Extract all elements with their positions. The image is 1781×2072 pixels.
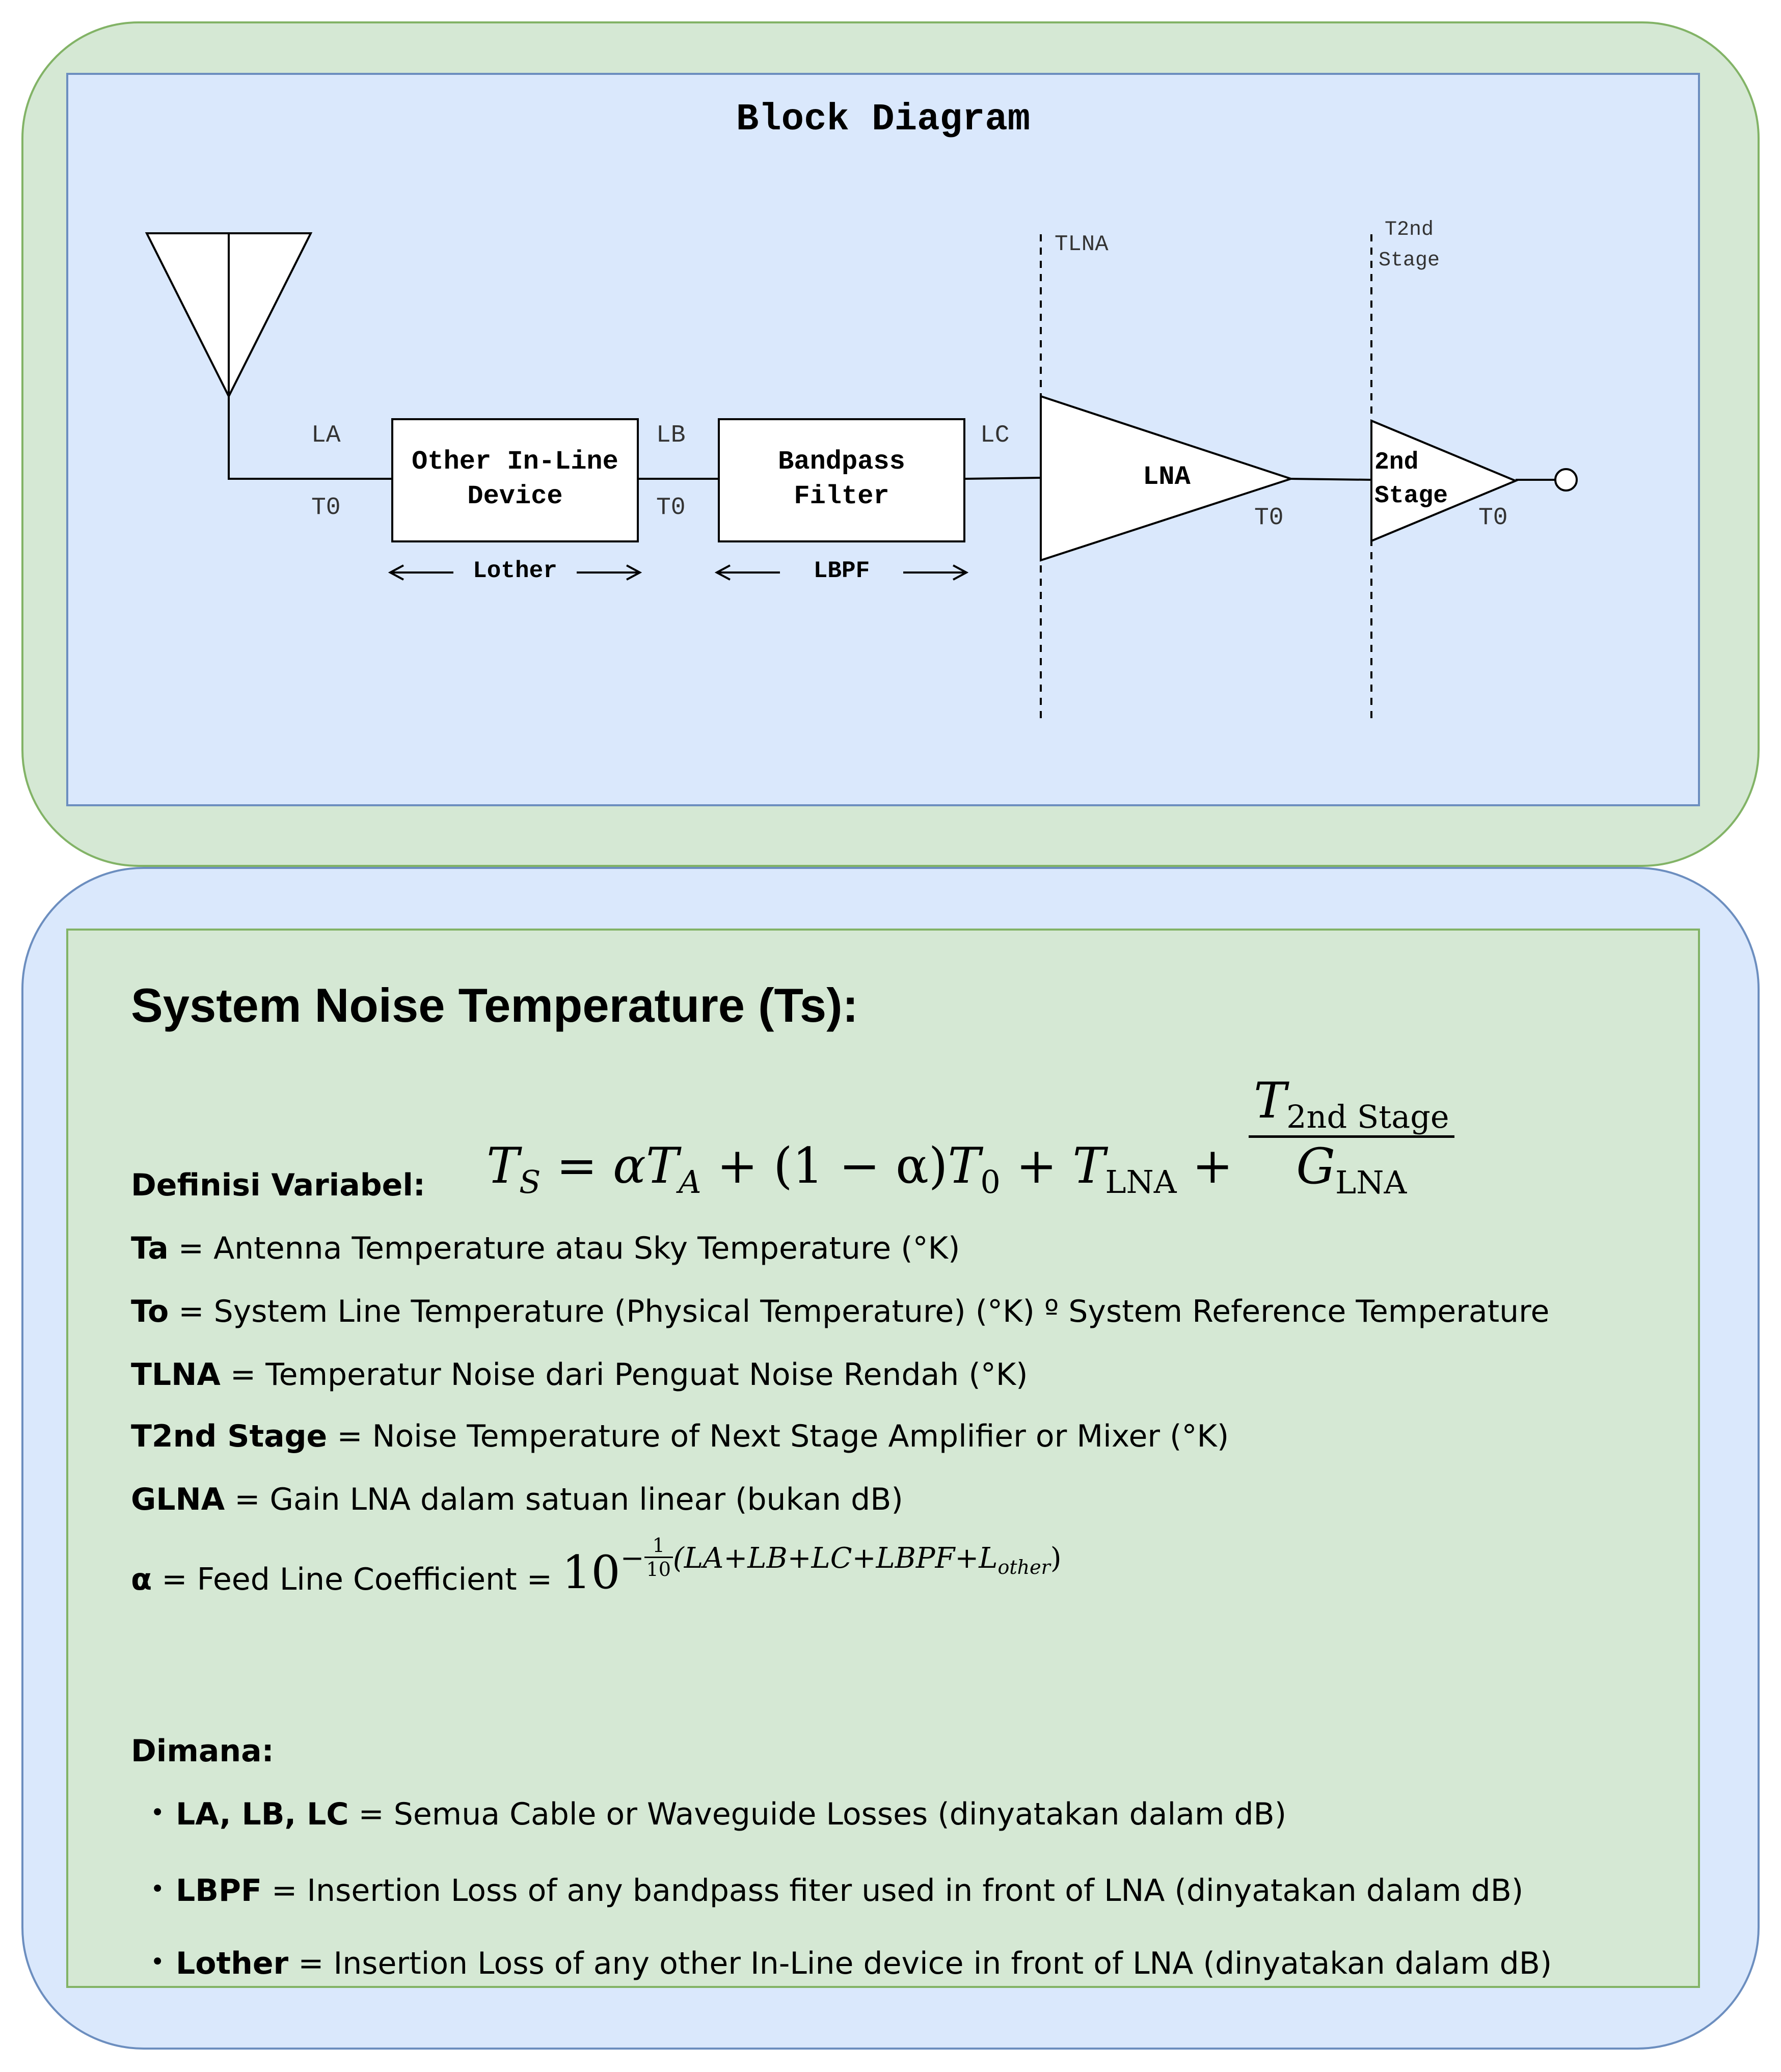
other-inline-device-label: Other In-Line Device: [392, 445, 638, 514]
output-terminal: [1554, 468, 1578, 492]
alpha-exp-sign: −: [620, 1542, 644, 1575]
definition-to: To = System Line Temperature (Physical T…: [131, 1294, 1549, 1329]
other-inline-line2: Device: [467, 481, 563, 511]
other-inline-device-box: [391, 418, 639, 542]
formula-plus2: +: [1016, 1137, 1057, 1194]
definition-text: = Gain LNA dalam satuan linear (bukan dB…: [225, 1482, 903, 1517]
definition-tlna: TLNA = Temperatur Noise dari Penguat Noi…: [131, 1357, 1028, 1393]
label-t0-stage2: T0: [1478, 504, 1508, 532]
alpha-exp-den: 10: [646, 1558, 671, 1580]
definition-glna: GLNA = Gain LNA dalam satuan linear (buk…: [131, 1482, 903, 1517]
lna-label: LNA: [1143, 462, 1191, 492]
formula-fraction: T2nd Stage GLNA: [1249, 1072, 1454, 1201]
block-diagram: [145, 232, 1578, 723]
formula-den: G: [1296, 1138, 1336, 1195]
definition-ta: Ta = Antenna Temperature atau Sky Temper…: [131, 1231, 960, 1266]
definition-term: T2nd Stage: [131, 1419, 328, 1454]
other-inline-line1: Other In-Line: [412, 447, 618, 477]
wire-lna-stage2: [1290, 478, 1372, 481]
formula-t0-sub: 0: [980, 1163, 1001, 1201]
where-item-cable-losses: LA, LB, LC = Semua Cable or Waveguide Lo…: [150, 1796, 1287, 1832]
formula-den-sub: LNA: [1335, 1164, 1407, 1202]
definition-text: = Antenna Temperature atau Sky Temperatu…: [168, 1231, 960, 1266]
formula-alpha: α: [612, 1137, 646, 1194]
alpha-exp-close: ): [1050, 1542, 1062, 1575]
definitions-heading: Definisi Variabel:: [131, 1167, 425, 1203]
label-lb: LB: [656, 422, 686, 449]
label-tlna: TLNA: [1055, 232, 1109, 257]
noise-title: System Noise Temperature (Ts):: [131, 978, 858, 1032]
label-t0-b: T0: [656, 494, 686, 522]
formula-plus1: +: [717, 1137, 758, 1194]
definition-term: Ta: [131, 1231, 169, 1266]
alpha-base: 10: [562, 1546, 620, 1599]
system-noise-formula: TS = αTA + (1 − α)T0 + TLNA + T2nd Stage…: [487, 1072, 1454, 1201]
definition-term: GLNA: [131, 1482, 225, 1517]
label-t0-lna: T0: [1254, 504, 1284, 532]
wire-lc: [964, 477, 1041, 480]
where-text: = Insertion Loss of any other In-Line de…: [288, 1946, 1552, 1981]
alpha-text: = Feed Line Coefficient =: [152, 1562, 562, 1597]
where-text: = Semua Cable or Waveguide Losses (dinya…: [348, 1796, 1287, 1832]
lother-span-label: Lother: [473, 558, 557, 584]
formula-ta: T: [645, 1137, 679, 1194]
stage2-line1: 2nd: [1374, 449, 1419, 476]
where-term: Lother: [176, 1946, 289, 1981]
where-term: LA, LB, LC: [176, 1796, 349, 1832]
diagram-title: Block Diagram: [736, 98, 1031, 141]
formula-tlna-sub: LNA: [1105, 1163, 1177, 1201]
formula-tlna: T: [1072, 1137, 1105, 1194]
definition-text: = Noise Temperature of Next Stage Amplif…: [327, 1419, 1229, 1454]
bpf-line1: Bandpass: [778, 447, 905, 477]
stage2-label: 2nd Stage: [1374, 446, 1448, 513]
definition-term: TLNA: [131, 1357, 221, 1393]
definition-t2nd-stage: T2nd Stage = Noise Temperature of Next S…: [131, 1419, 1229, 1454]
bandpass-filter-label: Bandpass Filter: [719, 445, 964, 514]
definition-text: = System Line Temperature (Physical Temp…: [169, 1294, 1550, 1329]
formula-ts: T: [487, 1137, 520, 1194]
label-lc: LC: [980, 422, 1010, 449]
formula-t0: T: [948, 1137, 981, 1194]
formula-num: T: [1254, 1072, 1287, 1129]
where-item-lother: Lother = Insertion Loss of any other In-…: [150, 1946, 1552, 1981]
formula-one-minus-alpha: (1 − α): [773, 1137, 948, 1194]
where-text: = Insertion Loss of any bandpass fiter u…: [261, 1873, 1524, 1909]
definition-term: To: [131, 1294, 169, 1329]
wire-la: [228, 396, 392, 480]
where-heading: Dimana:: [131, 1733, 274, 1769]
label-la: LA: [311, 422, 341, 449]
alpha-exp-body: (LA+LB+LC+LBPF+L: [672, 1542, 998, 1575]
stage2-line2: Stage: [1374, 482, 1448, 510]
stage2-amplifier: [1370, 419, 1519, 543]
where-term: LBPF: [176, 1873, 262, 1909]
lbpf-span-label: LBPF: [813, 558, 870, 584]
bpf-line2: Filter: [794, 481, 889, 511]
label-t0-a: T0: [311, 494, 341, 522]
formula-num-sub: 2nd Stage: [1286, 1098, 1449, 1136]
formula-ta-sub: A: [678, 1163, 701, 1201]
formula-eq: =: [556, 1137, 598, 1194]
alpha-exp-num: 1: [644, 1534, 673, 1558]
alpha-term: α: [131, 1562, 152, 1597]
where-item-lbpf: LBPF = Insertion Loss of any bandpass fi…: [150, 1873, 1524, 1909]
label-t2nd-line2: Stage: [1379, 249, 1440, 272]
alpha-exp-sub: other: [997, 1556, 1050, 1579]
bandpass-filter-box: [718, 418, 965, 542]
formula-plus3: +: [1192, 1137, 1233, 1194]
formula-ts-sub: S: [519, 1163, 541, 1201]
label-t2nd-line1: T2nd: [1385, 219, 1434, 241]
definition-text: = Temperatur Noise dari Penguat Noise Re…: [220, 1357, 1028, 1393]
